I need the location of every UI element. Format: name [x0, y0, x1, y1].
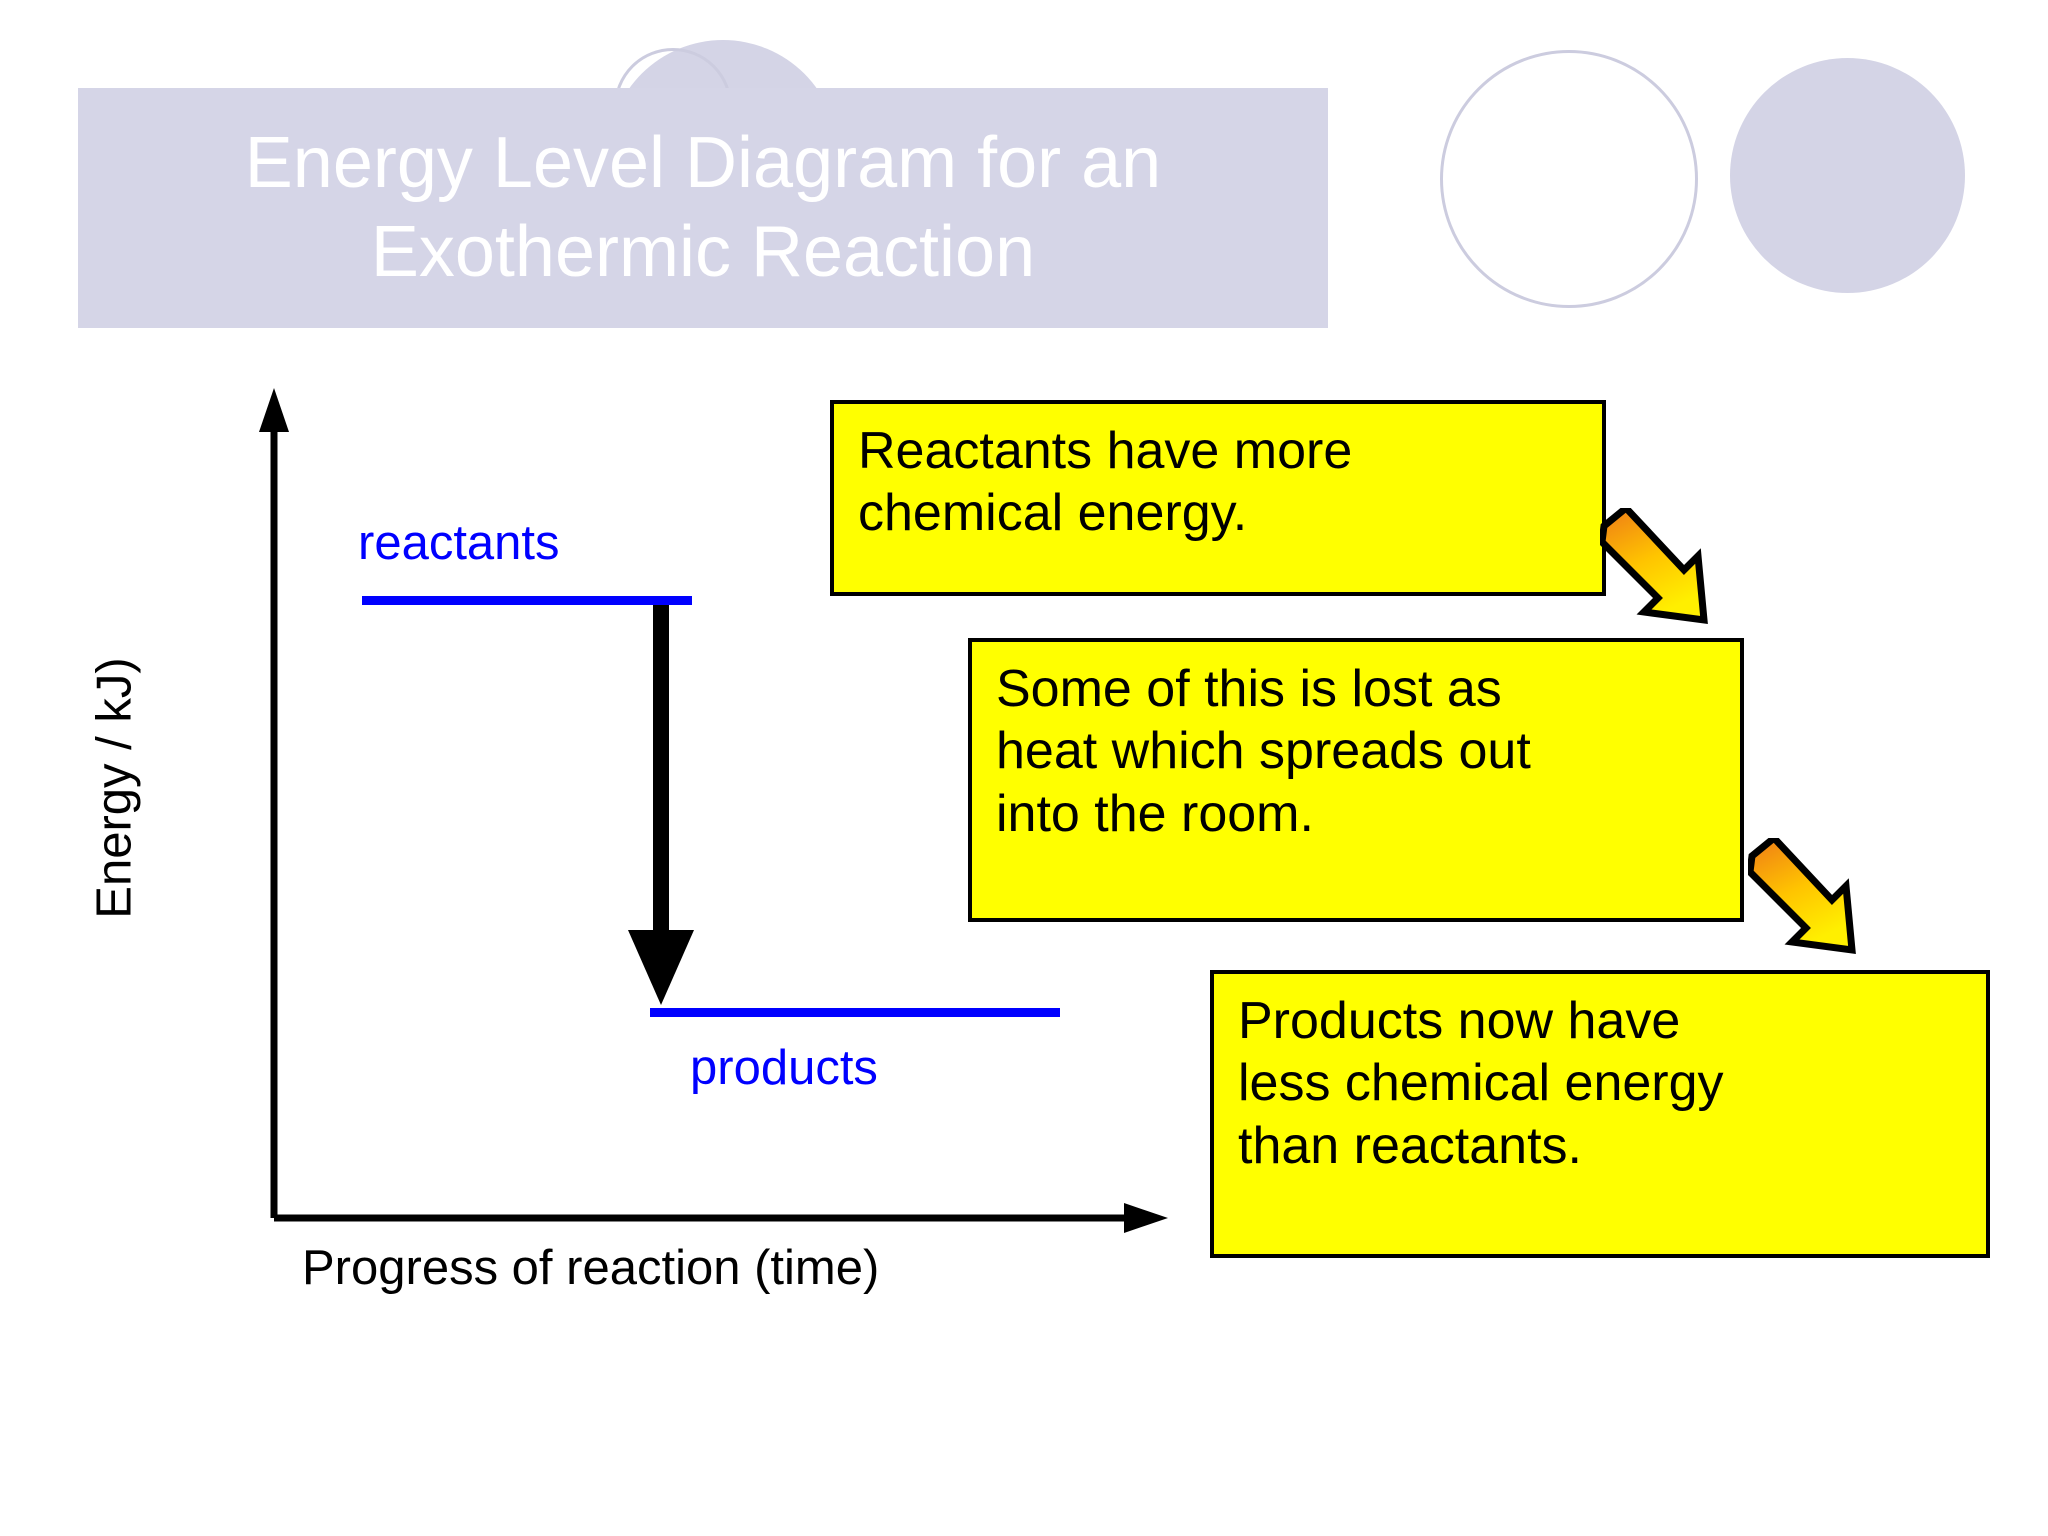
callout-heat-lost: Some of this is lost as heat which sprea…	[968, 638, 1744, 922]
y-axis	[259, 388, 289, 1218]
title-band	[78, 88, 1328, 328]
callout-reactants-energy: Reactants have more chemical energy.	[830, 400, 1606, 596]
reactants-energy-level-line	[362, 596, 692, 605]
down-right-arrow-icon-1	[1600, 508, 1708, 625]
products-label: products	[690, 1041, 878, 1095]
callout-products-energy: Products now have less chemical energy t…	[1210, 970, 1990, 1258]
energy-release-arrow	[628, 598, 694, 1005]
down-right-arrow-icon-2	[1748, 838, 1856, 955]
decorative-circle-outline-large	[1440, 50, 1698, 308]
reactants-label: reactants	[358, 516, 560, 570]
products-energy-level-line	[650, 1008, 1060, 1017]
x-axis-label: Progress of reaction (time)	[302, 1241, 880, 1295]
decorative-circle-filled-right	[1730, 58, 1965, 293]
x-axis	[274, 1203, 1168, 1233]
y-axis-label: Energy / kJ)	[87, 657, 142, 919]
page-title: Energy Level Diagram for an Exothermic R…	[244, 122, 1162, 292]
